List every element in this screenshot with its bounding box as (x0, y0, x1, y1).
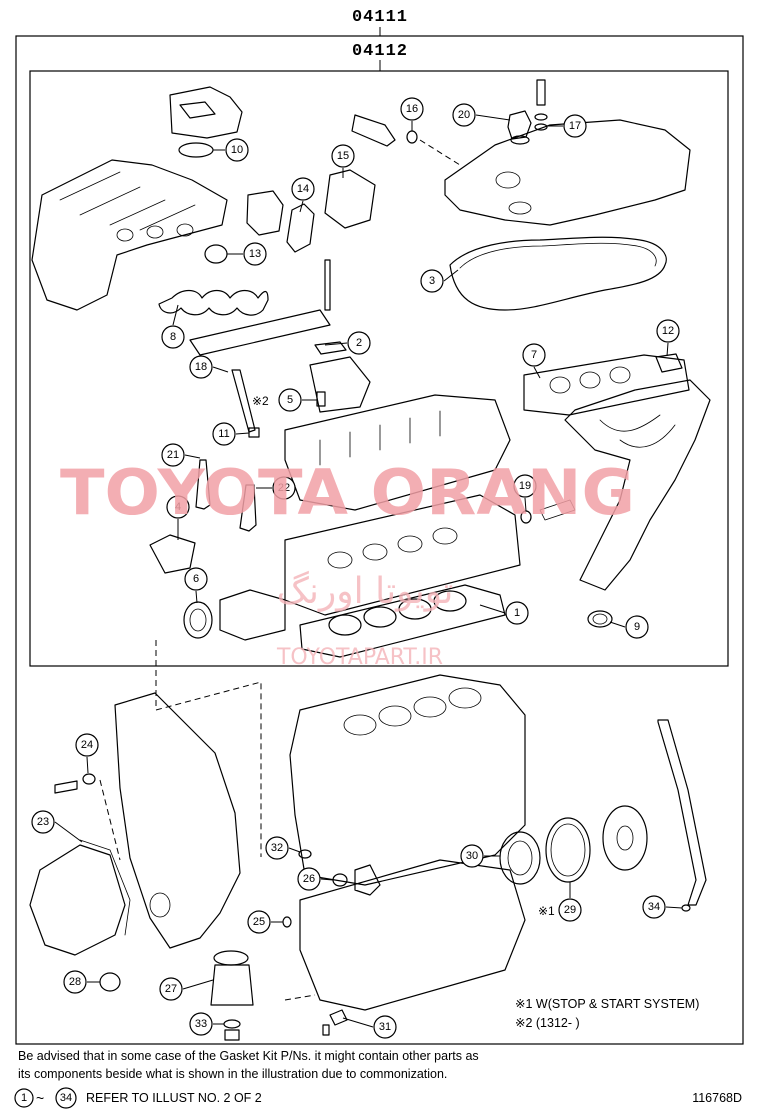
svg-text:24: 24 (81, 739, 93, 751)
callout-6[interactable]: 6 (184, 567, 208, 604)
callout-32[interactable]: 32 (265, 836, 301, 860)
callout-24[interactable]: 24 (75, 733, 99, 774)
advisory-line-1: Be advised that in some case of the Gask… (18, 1049, 479, 1063)
callout-18[interactable]: 18 (189, 355, 229, 379)
svg-text:28: 28 (69, 976, 81, 988)
svg-text:20: 20 (458, 109, 470, 121)
svg-text:11: 11 (218, 428, 229, 440)
callout-34[interactable]: 34 (642, 895, 683, 919)
callout-29[interactable]: 29 (558, 882, 582, 922)
svg-text:4: 4 (175, 501, 181, 513)
callout-19[interactable]: 19 (513, 474, 537, 512)
callout-17[interactable]: 17 (547, 114, 587, 138)
callout-13[interactable]: 13 (227, 242, 267, 266)
note-stop-start: ※1 W(STOP & START SYSTEM) (515, 997, 699, 1011)
callout-26[interactable]: 26 (297, 867, 334, 891)
advisory-line-2: its components beside what is shown in t… (18, 1067, 447, 1081)
callout-7[interactable]: 7 (522, 343, 546, 379)
svg-text:3: 3 (429, 275, 435, 287)
inner-frame (29, 70, 729, 667)
callout-12[interactable]: 12 (656, 319, 680, 357)
svg-text:25: 25 (253, 916, 265, 928)
outer-frame (15, 35, 744, 1045)
callout-31[interactable]: 31 (342, 1015, 397, 1039)
illustration-id: 116768D (692, 1091, 742, 1105)
outer-kit-code: 04111 (352, 8, 408, 27)
svg-text:17: 17 (569, 120, 581, 132)
upper-artwork (31, 79, 711, 658)
svg-text:15: 15 (337, 150, 349, 162)
callout-3[interactable]: 3 (420, 269, 459, 293)
range-end: 34 (60, 1092, 72, 1104)
callout-15[interactable]: 15 (331, 144, 355, 178)
callout-14[interactable]: 14 (291, 177, 315, 213)
svg-text:10: 10 (231, 144, 243, 156)
svg-text:8: 8 (170, 331, 176, 343)
svg-text:21: 21 (167, 449, 179, 461)
svg-text:9: 9 (634, 621, 640, 633)
svg-text:19: 19 (519, 480, 531, 492)
watermark-url: TOYOTAPART.IR (276, 645, 443, 670)
svg-text:1: 1 (514, 607, 520, 619)
note-serial: ※2 (1312- ) (515, 1016, 580, 1030)
svg-text:6: 6 (193, 573, 199, 585)
callout-28[interactable]: 28 (63, 970, 100, 994)
callout-11[interactable]: 11 (212, 422, 250, 446)
callout-27[interactable]: 27 (159, 977, 214, 1001)
svg-text:27: 27 (165, 983, 177, 995)
svg-text:22: 22 (278, 482, 290, 494)
inner-kit-code: 04112 (352, 42, 408, 61)
callout-10[interactable]: 10 (213, 138, 249, 162)
callout-8[interactable]: 8 (161, 304, 185, 349)
svg-text:34: 34 (648, 901, 660, 913)
svg-text:33: 33 (195, 1018, 207, 1030)
callout-22[interactable]: 22 (256, 476, 296, 500)
watermark-persian: تویوتا اورنگ (277, 570, 454, 612)
callout-25[interactable]: 25 (247, 910, 283, 934)
callout-4[interactable]: 4 (166, 495, 190, 540)
svg-text:26: 26 (303, 873, 315, 885)
svg-text:29: 29 (564, 904, 576, 916)
watermark-brand: TOYOTA ORANG (60, 456, 635, 529)
svg-text:16: 16 (406, 103, 418, 115)
refer-text: REFER TO ILLUST NO. 2 OF 2 (86, 1091, 262, 1105)
mark-1-label: ※1 (538, 904, 555, 918)
callout-1[interactable]: 1 (479, 601, 529, 625)
callout-33[interactable]: 33 (189, 1012, 224, 1036)
callout-5[interactable]: 5 (278, 388, 318, 412)
callout-9[interactable]: 9 (609, 615, 649, 639)
callout-21[interactable]: 21 (161, 443, 201, 467)
svg-text:7: 7 (531, 349, 537, 361)
callout-20[interactable]: 20 (452, 103, 511, 127)
svg-text:31: 31 (379, 1021, 391, 1033)
callouts: 1 2 3 4 5 6 7 8 9 10 11 12 13 14 15 16 1… (31, 97, 683, 1039)
svg-text:13: 13 (249, 248, 261, 260)
range-start: 1 (21, 1092, 27, 1104)
range-separator: ~ (36, 1090, 44, 1106)
svg-text:30: 30 (466, 850, 478, 862)
svg-text:14: 14 (297, 183, 309, 195)
range-reference: 1 ~ 34 REFER TO ILLUST NO. 2 OF 2 (14, 1087, 262, 1109)
svg-text:32: 32 (271, 842, 283, 854)
svg-text:23: 23 (37, 816, 49, 828)
callout-16[interactable]: 16 (400, 97, 424, 131)
svg-text:18: 18 (195, 361, 207, 373)
svg-text:12: 12 (662, 325, 674, 337)
callout-2[interactable]: 2 (324, 331, 371, 355)
svg-text:5: 5 (287, 394, 293, 406)
mark-2-label: ※2 (252, 394, 269, 408)
callout-30[interactable]: 30 (460, 844, 500, 868)
lower-artwork (29, 640, 707, 1041)
svg-text:2: 2 (356, 337, 362, 349)
callout-23[interactable]: 23 (31, 810, 83, 843)
